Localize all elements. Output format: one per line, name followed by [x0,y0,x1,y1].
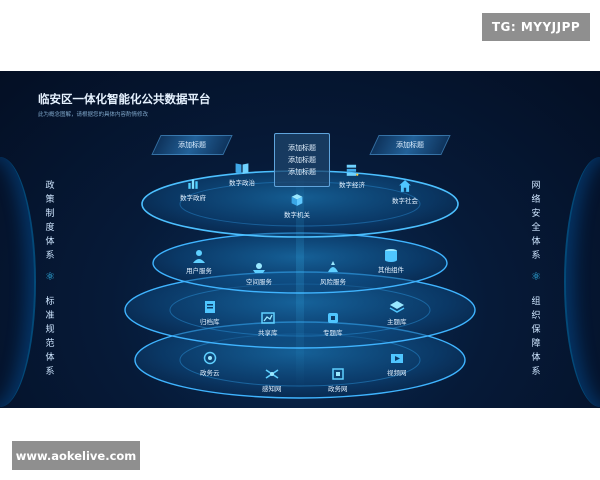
char: 度 [45,223,55,233]
node-label: 主题库 [387,318,407,326]
node-label: 空间服务 [246,278,272,286]
house-icon [399,180,411,192]
char: 系 [531,367,541,377]
video-icon [390,354,403,363]
node-digital-politics: 数字政治 [229,161,255,187]
database-icon [385,249,397,262]
watermark-top: TG: MYYJJPP [482,13,590,41]
char: 系 [531,251,541,261]
node-label: 归档库 [200,318,220,326]
cubes-icon [291,194,303,206]
char: 体 [45,237,55,247]
page-title: 临安区一体化智能化公共数据平台 [38,92,211,106]
node-label: 数字社会 [392,197,418,205]
layers-icon [389,301,405,313]
char: 制 [45,209,55,219]
node-label: 风险服务 [320,278,346,286]
char: 保 [531,325,541,335]
node-label: 用户服务 [186,267,212,275]
archive-icon [204,301,215,313]
node-user-service: 用户服务 [186,249,212,275]
char: 准 [45,311,55,321]
tag-left: 添加标题 [151,135,233,155]
tag-center-line: 添加标题 [288,168,316,176]
char: 全 [531,223,541,233]
page-subtitle: 此为概念图解，请根据您的具体内容酌情修改 [38,112,149,118]
char: 系 [45,367,55,377]
tag-center-box: 添加标题 添加标题 添加标题 [274,133,330,187]
node-subject-db: 主题库 [387,300,407,326]
node-label: 数字政治 [229,179,255,187]
watermark-bottom: www.aokelive.com [12,441,140,470]
book-icon [235,163,249,174]
node-sensing-network: 感知网 [262,367,282,393]
topic-icon [327,313,338,323]
space-icon [253,263,265,273]
node-space-service: 空间服务 [246,260,272,286]
left-side-panel [0,157,36,407]
char: 络 [531,195,541,205]
char: 网 [531,181,541,191]
tag-center-line: 添加标题 [288,144,316,152]
risk-icon [328,261,338,272]
atom-icon: ⚛ [45,270,55,283]
node-gov-cloud: 政务云 [200,351,220,377]
node-label: 视频网 [387,369,407,377]
node-risk-service: 风险服务 [320,260,346,286]
node-label: 数字经济 [339,181,365,189]
node-digital-society: 数字社会 [392,179,418,205]
char: 标 [45,297,55,307]
char: 策 [45,195,55,205]
char: 系 [45,251,55,261]
node-label: 数字政府 [180,194,206,202]
char: 织 [531,311,541,321]
share-icon [261,312,275,324]
node-digital-economy: 数字经济 [339,163,365,189]
node-digital-organ: 数字机关 [284,193,310,219]
tag-center-line: 添加标题 [288,156,316,164]
char: 安 [531,209,541,219]
char: 政 [45,181,55,191]
diagram-panel: 临安区一体化智能化公共数据平台 此为概念图解，请根据您的具体内容酌情修改 政 策… [0,71,600,408]
node-archive-db: 归档库 [200,300,220,326]
node-label: 数字机关 [284,211,310,219]
server-icon [346,164,359,176]
node-label: 专题库 [323,329,343,337]
char: 体 [531,237,541,247]
node-label: 共享库 [258,329,278,337]
user-icon [193,250,205,263]
node-label: 其他组件 [378,266,404,274]
char: 范 [45,339,55,349]
atom-icon: ⚛ [531,270,541,283]
char: 组 [531,297,541,307]
gov-net-icon [332,368,344,380]
node-label: 感知网 [262,385,282,393]
cloud-icon [203,351,216,365]
network-icon [265,369,279,379]
node-gov-network: 政务网 [328,367,348,393]
node-label: 政务云 [200,369,220,377]
right-side-panel [564,157,600,407]
node-other-components: 其他组件 [378,248,404,274]
node-label: 政务网 [328,385,348,393]
char: 体 [45,353,55,363]
light-beam [296,151,304,391]
node-share-db: 共享库 [258,311,278,337]
node-video-network: 视频网 [387,351,407,377]
node-topic-db: 专题库 [323,311,343,337]
char: 规 [45,325,55,335]
char: 体 [531,353,541,363]
platform-layers [124,151,476,399]
chart-icon [188,179,198,189]
char: 障 [531,339,541,349]
node-digital-government: 数字政府 [180,176,206,202]
tag-right: 添加标题 [369,135,451,155]
